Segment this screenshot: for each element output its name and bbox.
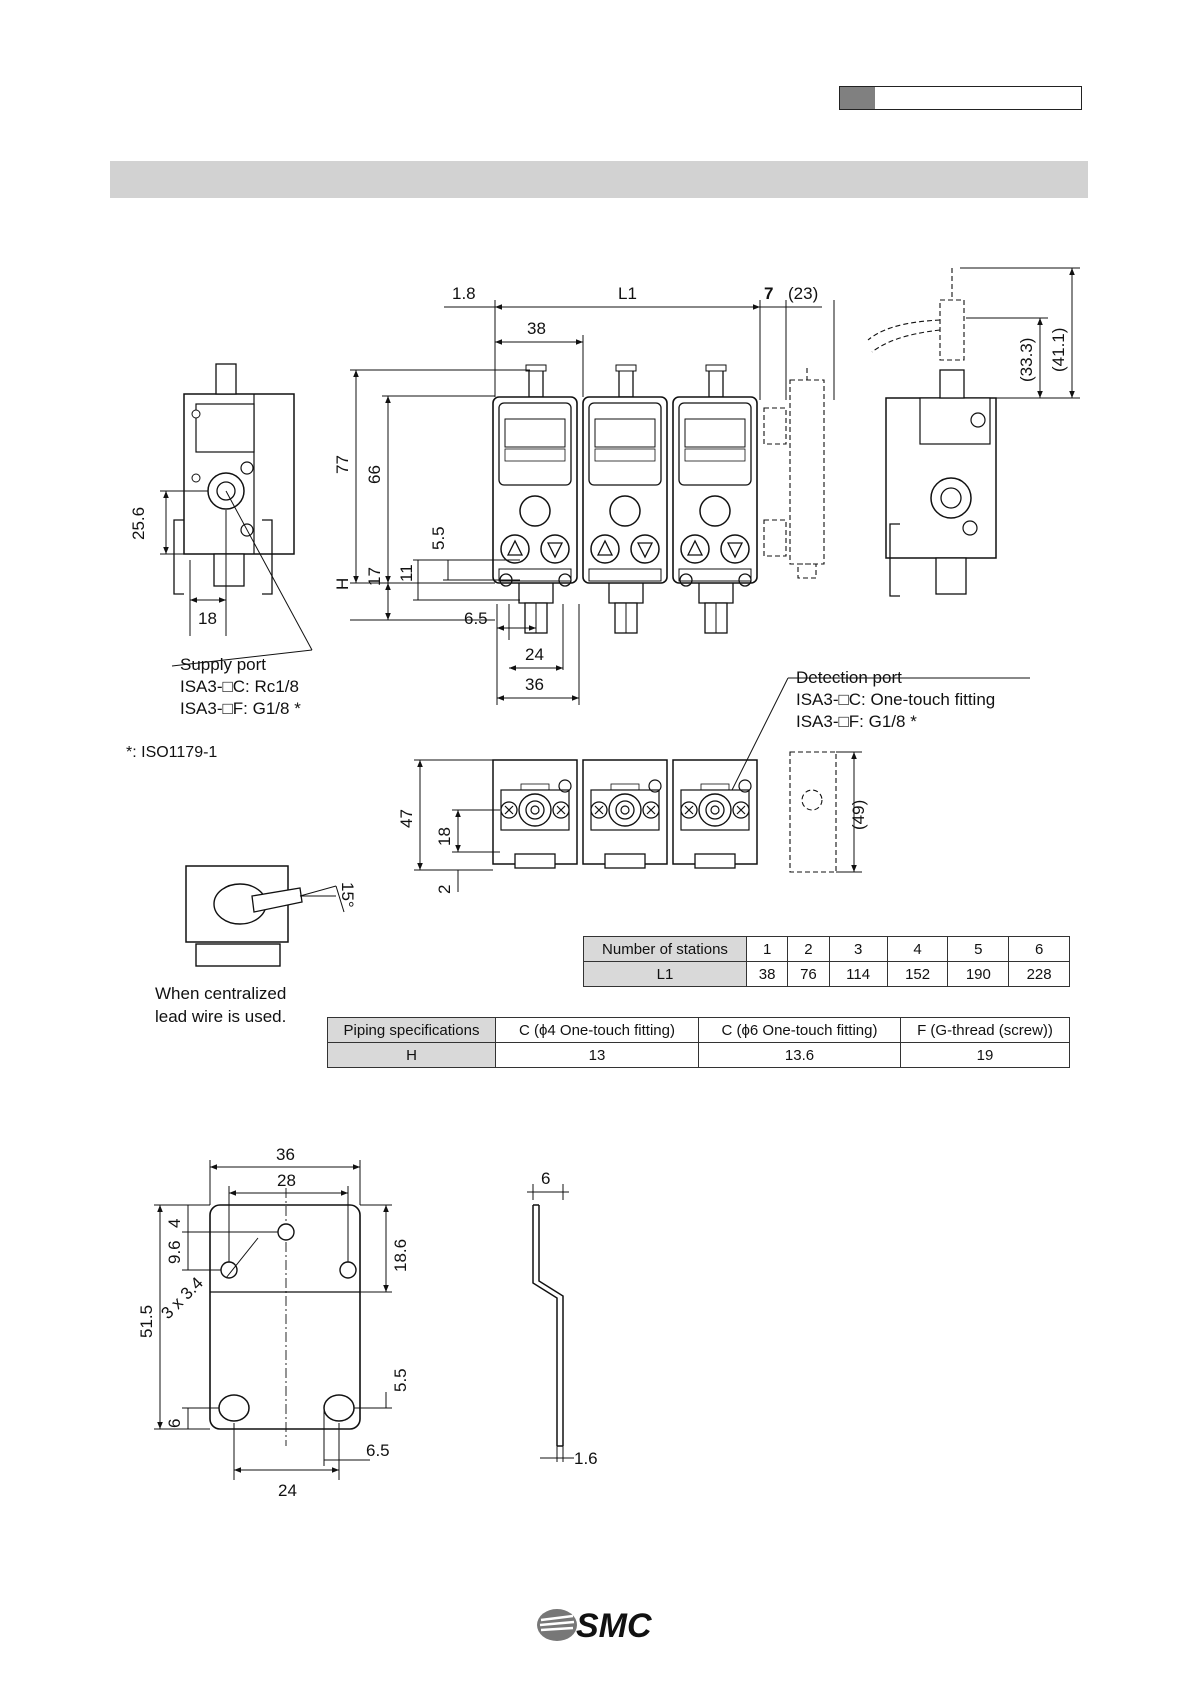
dim-2: 2 [435, 885, 454, 894]
station-6: 6 [1008, 936, 1070, 962]
bracket-side-view [532, 1204, 564, 1447]
supply-port-label: Supply port [180, 655, 266, 674]
dim-49: (49) [849, 800, 868, 830]
piping-header-row: Piping specifications C (ϕ4 One-touch fi… [327, 1017, 1070, 1043]
bracket-front-view [209, 1188, 361, 1446]
dim-77: 77 [333, 455, 352, 474]
dim-66: 66 [365, 465, 384, 484]
piping-col-3: F (G-thread (screw)) [900, 1017, 1070, 1043]
bracket-dim-51-5: 51.5 [137, 1305, 156, 1338]
stations-header-label: Number of stations [583, 936, 747, 962]
h-value-1: 13 [495, 1042, 699, 1068]
dim-H: H [333, 578, 352, 590]
dim-6-5: 6.5 [464, 609, 488, 628]
bracket-dim-9-6: 9.6 [165, 1240, 184, 1264]
dim-17: 17 [365, 567, 384, 586]
dim-41-1: (41.1) [1049, 328, 1068, 372]
l1-value-5: 190 [947, 961, 1010, 987]
bracket-dim-4: 4 [165, 1219, 184, 1228]
dim-24: 24 [525, 645, 544, 664]
detection-port-f: ISA3-□F: G1/8 * [796, 712, 917, 731]
top-view [492, 751, 837, 873]
bracket-dim-24: 24 [278, 1481, 297, 1500]
h-value-3: 19 [900, 1042, 1070, 1068]
dim-18b: 18 [435, 827, 454, 846]
centralized-lead-view [185, 865, 337, 967]
detection-port-c: ISA3-□C: One-touch fitting [796, 690, 996, 709]
dim-23: (23) [788, 284, 818, 303]
h-value-2: 13.6 [698, 1042, 901, 1068]
dimension-labels: 1.8 L1 7 (23) 38 77 66 5.5 H 17 11 6.5 2… [129, 284, 1068, 1500]
stations-table: Number of stations 1 2 3 4 5 6 L1 38 76 … [583, 936, 1070, 987]
station-1: 1 [745, 936, 789, 962]
dimension-lines [154, 267, 1080, 1480]
station-3: 3 [828, 936, 888, 962]
dim-38: 38 [527, 319, 546, 338]
dim-47: 47 [397, 809, 416, 828]
dim-1-8: 1.8 [452, 284, 476, 303]
bracket-holes: 3 x 3.4 [157, 1273, 207, 1323]
stations-value-row: L1 38 76 114 152 190 228 [583, 961, 1070, 987]
smc-logo: SMC [537, 1607, 652, 1645]
piping-table: Piping specifications C (ϕ4 One-touch fi… [327, 1017, 1070, 1068]
dim-25-6: 25.6 [129, 507, 148, 540]
dim-36: 36 [525, 675, 544, 694]
piping-value-row: H 13 13.6 19 [327, 1042, 1070, 1068]
supply-port-f: ISA3-□F: G1/8 * [180, 699, 301, 718]
piping-header-label: Piping specifications [327, 1017, 496, 1043]
dim-33-3: (33.3) [1017, 338, 1036, 382]
bracket-dim-36: 36 [276, 1145, 295, 1164]
l1-value-6: 228 [1008, 961, 1070, 987]
l1-value-3: 114 [828, 961, 888, 987]
bracket-dim-18-6: 18.6 [391, 1239, 410, 1272]
bracket-dim-6-5: 6.5 [366, 1441, 390, 1460]
header-tab-box [839, 86, 1082, 110]
centralized-note-1: When centralized [155, 984, 287, 1003]
l1-value-2: 76 [787, 961, 830, 987]
dim-11: 11 [397, 564, 416, 582]
bracket-dim-5-5: 5.5 [391, 1368, 410, 1392]
l1-value-4: 152 [886, 961, 949, 987]
piping-col-1: C (ϕ4 One-touch fitting) [495, 1017, 699, 1043]
front-view [492, 364, 825, 634]
centralized-note-2: lead wire is used. [155, 1007, 287, 1026]
left-side-view [173, 363, 295, 595]
bracket-side-1-6: 1.6 [574, 1449, 598, 1468]
station-5: 5 [947, 936, 1010, 962]
stations-row-label: L1 [583, 961, 747, 987]
dim-18: 18 [198, 609, 217, 628]
l1-value-1: 38 [745, 961, 789, 987]
station-2: 2 [787, 936, 830, 962]
bracket-dim-6: 6 [165, 1419, 184, 1428]
piping-col-2: C (ϕ6 One-touch fitting) [698, 1017, 901, 1043]
stations-header-row: Number of stations 1 2 3 4 5 6 [583, 936, 1070, 962]
dim-5-5: 5.5 [429, 526, 448, 550]
bracket-side-6: 6 [541, 1169, 550, 1188]
dim-7: 7 [764, 284, 773, 303]
bracket-dim-28: 28 [277, 1171, 296, 1190]
supply-port-c: ISA3-□C: Rc1/8 [180, 677, 299, 696]
iso-note: *: ISO1179-1 [126, 744, 218, 761]
detection-port-label: Detection port [796, 668, 902, 687]
header-tab-fill [840, 87, 875, 109]
station-4: 4 [886, 936, 949, 962]
smc-logo-text: SMC [576, 1607, 652, 1645]
piping-row-label: H [327, 1042, 496, 1068]
dim-15deg: 15° [338, 882, 357, 908]
dim-L1: L1 [618, 284, 637, 303]
section-title-band [110, 161, 1088, 198]
right-side-view [867, 268, 997, 597]
